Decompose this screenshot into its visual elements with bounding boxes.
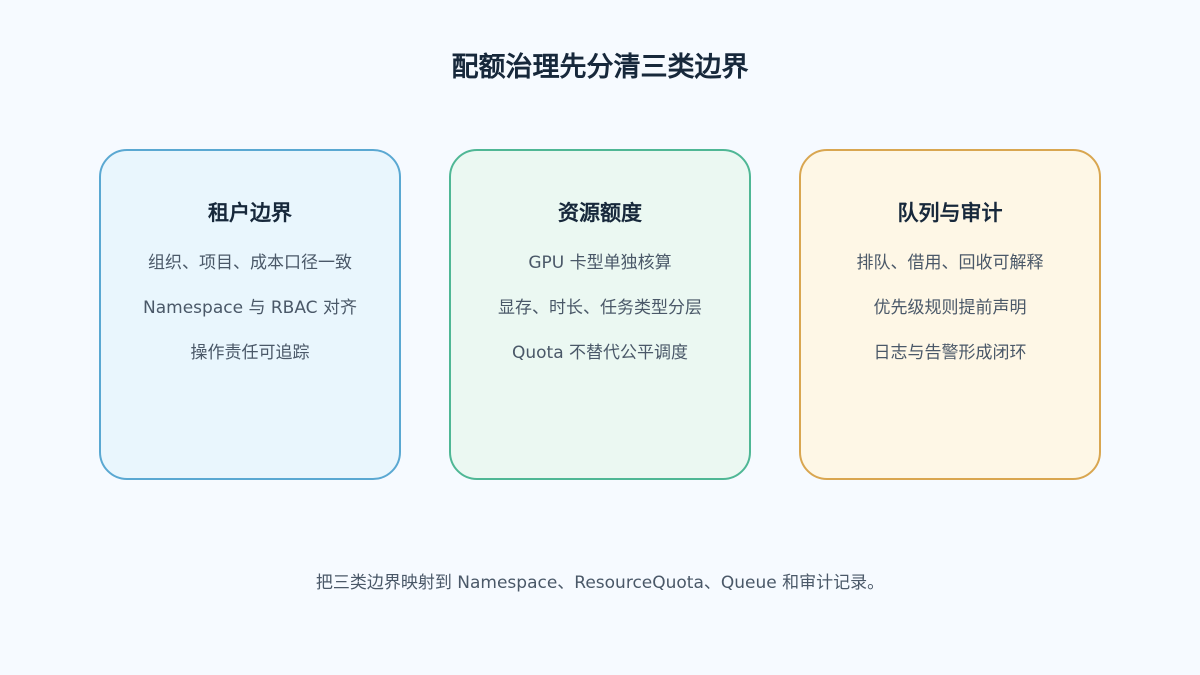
card-queue-audit: 队列与审计 排队、借用、回收可解释 优先级规则提前声明 日志与告警形成闭环	[799, 149, 1101, 480]
card-resource-quota: 资源额度 GPU 卡型单独核算 显存、时长、任务类型分层 Quota 不替代公平…	[449, 149, 751, 480]
card-item-list: 组织、项目、成本口径一致 Namespace 与 RBAC 对齐 操作责任可追踪	[101, 241, 399, 376]
card-title: 租户边界	[208, 201, 292, 225]
card-item: 组织、项目、成本口径一致	[148, 253, 352, 273]
card-title: 队列与审计	[897, 201, 1003, 225]
card-item-list: GPU 卡型单独核算 显存、时长、任务类型分层 Quota 不替代公平调度	[451, 241, 749, 376]
card-item: 显存、时长、任务类型分层	[498, 298, 702, 318]
footer-note: 把三类边界映射到 Namespace、ResourceQuota、Queue 和…	[315, 573, 885, 593]
boundary-cards: 租户边界 组织、项目、成本口径一致 Namespace 与 RBAC 对齐 操作…	[99, 149, 1101, 480]
card-item-list: 排队、借用、回收可解释 优先级规则提前声明 日志与告警形成闭环	[801, 241, 1099, 376]
card-title: 资源额度	[558, 201, 642, 225]
card-item: Namespace 与 RBAC 对齐	[143, 298, 357, 318]
card-tenant-boundary: 租户边界 组织、项目、成本口径一致 Namespace 与 RBAC 对齐 操作…	[99, 149, 401, 480]
card-item: Quota 不替代公平调度	[511, 343, 689, 363]
card-item: 日志与告警形成闭环	[873, 343, 1027, 363]
card-item: 优先级规则提前声明	[873, 298, 1027, 318]
card-item: 操作责任可追踪	[190, 343, 310, 363]
page-title: 配额治理先分清三类边界	[451, 52, 749, 83]
card-item: 排队、借用、回收可解释	[856, 253, 1044, 273]
card-item: GPU 卡型单独核算	[528, 253, 672, 273]
